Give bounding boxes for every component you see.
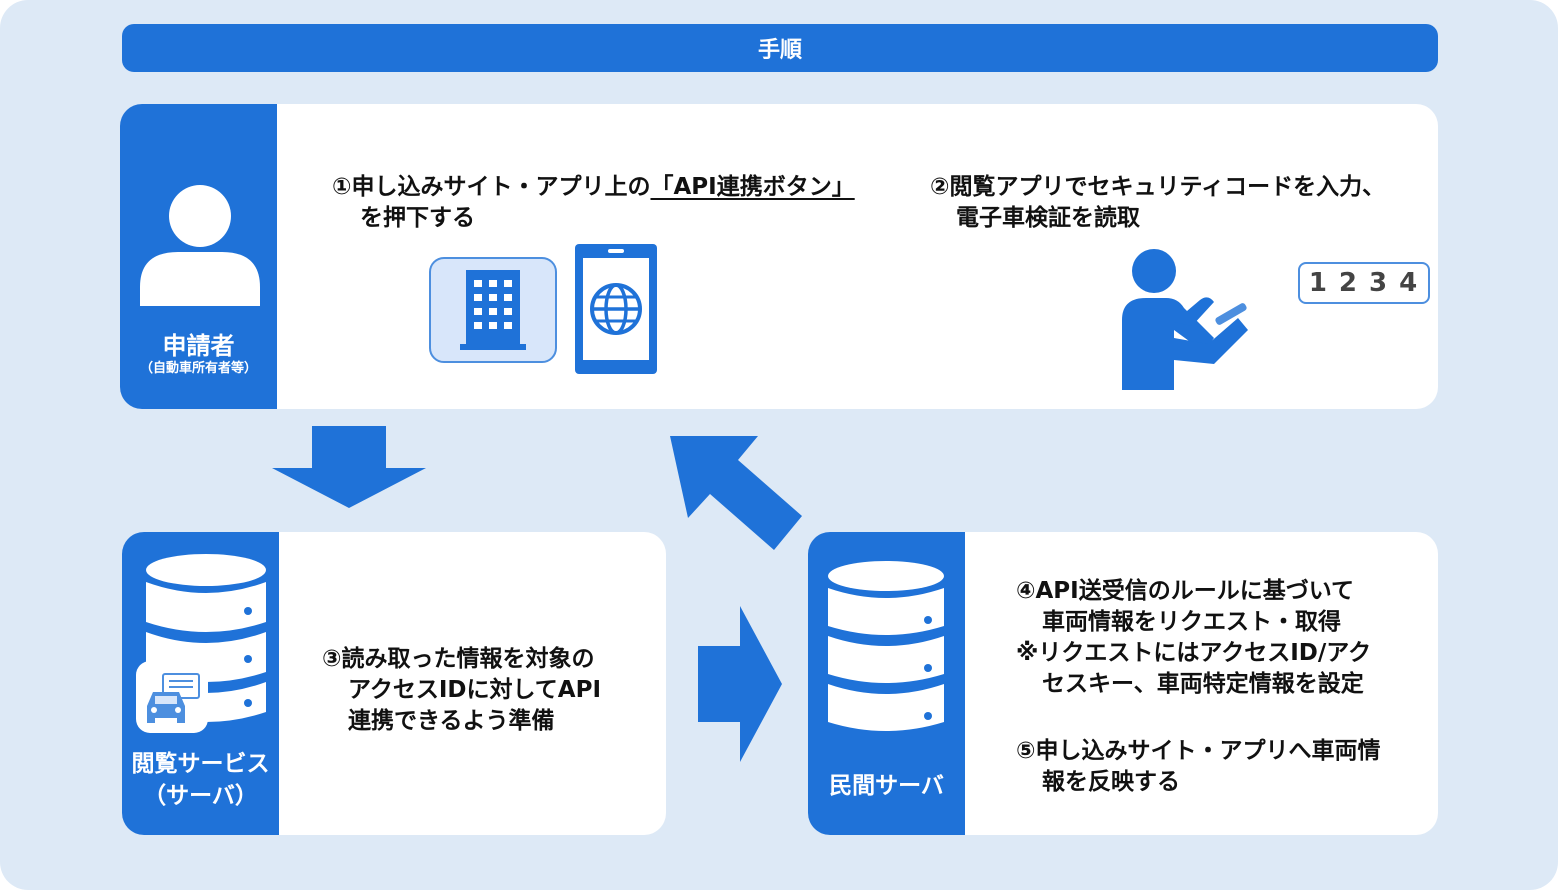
step4-line1: ④API送受信のルールに基づいて [1016,578,1354,604]
step2-line1: ②閲覧アプリでセキュリティコードを入力、 [930,174,1386,200]
viewer-service-sidebar: 閲覧サービス （サーバ） [122,532,279,835]
title-bar: 手順 [122,24,1438,72]
api-link-button-text: 「API連携ボタン」 [650,174,855,200]
smartphone-globe-icon [575,244,657,374]
security-code: 1234 [1308,268,1430,298]
user-icon [140,185,260,306]
applicant-label: 申請者 [162,332,235,360]
arrow-down-icon [272,426,426,508]
step1-prefix: ①申し込みサイト・アプリ上の [332,174,651,200]
car-card-icon [136,661,208,733]
step4-line4: セスキー、車両特定情報を設定 [1042,671,1364,697]
step5-line2: 報を反映する [1042,769,1180,795]
step1-line2: を押下する [360,205,475,231]
building-icon [429,257,557,363]
title-text: 手順 [757,38,802,63]
step1-text: ①申し込みサイト・アプリ上の「API連携ボタン」 [332,172,855,203]
private-server-sidebar: 民間サーバ [808,532,965,835]
private-server-panel: 民間サーバ ④API送受信のルールに基づいて 車両情報をリクエスト・取得 ※リク… [808,532,1438,835]
step2-line2: 電子車検証を読取 [956,205,1140,231]
private-server-label: 民間サーバ [829,773,944,799]
security-code-box: 1234 [1298,262,1430,304]
arrow-right-icon [698,606,782,762]
step4-line2: 車両情報をリクエスト・取得 [1042,609,1341,635]
database-icon [828,561,944,731]
viewer-service-label-line2: （サーバ） [143,783,258,809]
viewer-service-label-line1: 閲覧サービス [131,751,270,777]
step3-line1: ③読み取った情報を対象の [322,646,595,672]
applicant-sublabel: （自動車所有者等） [139,361,257,376]
applicant-panel: 申請者 （自動車所有者等） ①申し込みサイト・アプリ上の「API連携ボタン」 を… [120,104,1438,409]
step5-line1: ⑤申し込みサイト・アプリへ車両情 [1016,738,1381,764]
step3-line2: アクセスIDに対してAPI [348,677,602,703]
applicant-sidebar: 申請者 （自動車所有者等） [120,104,277,409]
viewer-service-panel: 閲覧サービス （サーバ） ③読み取った情報を対象の アクセスIDに対してAPI … [122,532,666,835]
step4-line3: ※リクエストにはアクセスID/アク [1016,640,1372,666]
step3-line3: 連携できるよう準備 [348,708,555,734]
arrow-up-left-icon [670,436,802,550]
